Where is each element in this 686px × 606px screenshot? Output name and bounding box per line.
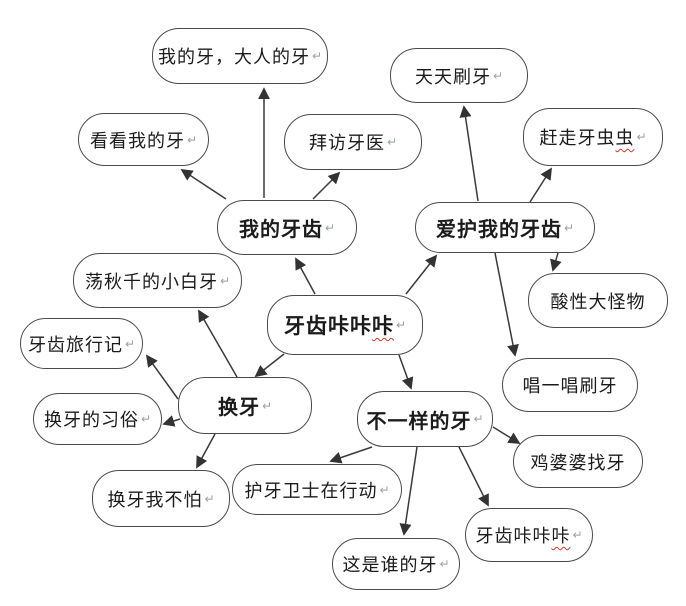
node-tooth-guardians-in-action[interactable]: 护牙卫士在行动↵: [232, 464, 402, 515]
node-label-spellcheck-squiggle: 咔: [371, 314, 394, 338]
edge-different-teeth-to-granny-hen-finds-teeth: [492, 426, 521, 444]
paragraph-mark-icon: ↵: [572, 528, 583, 542]
edge-different-teeth-to-whose-tooth-is-this: [399, 446, 418, 536]
node-label: 护牙卫士在行动: [244, 480, 378, 502]
edge-changing-teeth-to-tooth-changing-customs: [162, 415, 181, 427]
node-my-teeth-adult-teeth[interactable]: 我的牙，大人的牙↵: [152, 28, 328, 84]
node-label: 不一样的牙: [366, 408, 472, 433]
paragraph-mark-icon: ↵: [386, 135, 398, 149]
edge-protect-my-teeth-to-sing-and-brush-teeth: [494, 252, 519, 357]
node-label: 爱护我的牙齿: [435, 217, 562, 241]
node-brush-teeth-every-day[interactable]: 天天刷牙↵: [390, 48, 528, 103]
node-not-afraid-of-changing-teeth[interactable]: 换牙我不怕↵: [92, 470, 230, 527]
edge-central-to-changing-teeth: [254, 353, 285, 378]
node-whose-tooth-is-this[interactable]: 这是谁的牙↵: [332, 538, 460, 590]
node-central[interactable]: 牙齿咔咔咔↵: [267, 295, 423, 355]
node-label: 拜访牙医: [308, 133, 385, 154]
paragraph-mark-icon: ↵: [219, 273, 231, 288]
edge-my-teeth-to-visit-the-dentist: [312, 171, 341, 200]
node-acid-monster[interactable]: 酸性大怪物: [528, 273, 668, 328]
edge-changing-teeth-to-tooth-travel-diary: [145, 354, 179, 400]
node-tooth-travel-diary[interactable]: 牙齿旅行记↵: [20, 318, 143, 369]
edge-central-to-my-teeth: [295, 257, 316, 295]
node-label: 换牙我不怕: [107, 489, 203, 511]
edge-different-teeth-to-teeth-click-clack: [457, 444, 489, 507]
paragraph-mark-icon: ↵: [439, 557, 450, 571]
node-label: 我的牙，大人的牙: [157, 47, 310, 68]
node-granny-hen-finds-teeth[interactable]: 鸡婆婆找牙: [513, 435, 643, 488]
node-label: 荡秋千的小白牙: [84, 271, 218, 293]
paragraph-mark-icon: ↵: [261, 398, 273, 413]
paragraph-mark-icon: ↵: [636, 130, 647, 144]
paragraph-mark-icon: ↵: [473, 412, 484, 426]
edge-changing-teeth-to-swinging-little-white-tooth: [198, 309, 238, 378]
node-label: 天天刷牙: [414, 66, 491, 88]
node-label: 赶走牙虫虫: [539, 124, 634, 150]
node-protect-my-teeth[interactable]: 爱护我的牙齿↵: [415, 202, 595, 253]
node-label-spellcheck-squiggle: 咔: [551, 526, 571, 547]
node-changing-teeth[interactable]: 换牙↵: [178, 377, 312, 434]
node-label: 牙齿咔咔咔: [475, 522, 570, 548]
paragraph-mark-icon: ↵: [492, 68, 504, 83]
node-label: 换牙的习俗: [43, 410, 139, 431]
paragraph-mark-icon: ↵: [324, 220, 336, 235]
edge-my-teeth-to-look-at-my-teeth: [180, 169, 227, 200]
paragraph-mark-icon: ↵: [204, 491, 215, 506]
node-visit-the-dentist[interactable]: 拜访牙医↵: [284, 114, 422, 170]
node-label: 这是谁的牙: [342, 555, 438, 576]
node-my-teeth[interactable]: 我的牙齿↵: [217, 200, 357, 255]
node-label: 换牙: [217, 395, 260, 419]
node-drive-away-tooth-bugs[interactable]: 赶走牙虫虫↵: [523, 108, 663, 166]
edge-central-to-different-teeth: [398, 354, 414, 390]
node-label: 我的牙齿: [238, 217, 323, 241]
edge-central-to-protect-my-teeth: [405, 254, 438, 295]
node-swinging-little-white-tooth[interactable]: 荡秋千的小白牙↵: [73, 253, 242, 308]
paragraph-mark-icon: ↵: [186, 132, 198, 147]
edge-different-teeth-to-tooth-guardians-in-action: [329, 446, 373, 464]
edge-protect-my-teeth-to-acid-monster: [550, 252, 562, 272]
paragraph-mark-icon: ↵: [563, 220, 575, 235]
node-label-text: 牙齿咔咔: [283, 314, 372, 338]
node-different-teeth[interactable]: 不一样的牙↵: [357, 391, 493, 447]
node-label: 鸡婆婆找牙: [530, 452, 626, 474]
edge-changing-teeth-to-not-afraid-of-changing-teeth: [196, 433, 216, 469]
node-label: 牙齿咔咔咔: [284, 310, 394, 340]
paragraph-mark-icon: ↵: [379, 482, 390, 497]
node-look-at-my-teeth[interactable]: 看看我的牙↵: [78, 113, 209, 166]
edge-protect-my-teeth-to-brush-teeth-every-day: [459, 105, 479, 202]
node-label: 酸性大怪物: [550, 291, 646, 313]
node-teeth-click-clack[interactable]: 牙齿咔咔咔↵: [465, 508, 593, 562]
paragraph-mark-icon: ↵: [124, 336, 136, 351]
node-tooth-changing-customs[interactable]: 换牙的习俗↵: [33, 393, 162, 445]
node-sing-and-brush-teeth[interactable]: 唱一唱刷牙: [502, 358, 638, 412]
node-label: 牙齿旅行记: [27, 334, 123, 356]
paragraph-mark-icon: ↵: [140, 412, 152, 426]
edge-protect-my-teeth-to-drive-away-tooth-bugs: [529, 167, 552, 203]
paragraph-mark-icon: ↵: [395, 318, 407, 332]
node-label-text: 牙齿咔咔: [475, 526, 552, 547]
node-label-spellcheck-squiggle: 虫: [615, 128, 635, 149]
node-label-text: 赶走牙虫: [539, 128, 616, 149]
node-label: 看看我的牙: [89, 130, 185, 152]
paragraph-mark-icon: ↵: [311, 49, 323, 63]
node-label: 唱一唱刷牙: [522, 376, 618, 397]
